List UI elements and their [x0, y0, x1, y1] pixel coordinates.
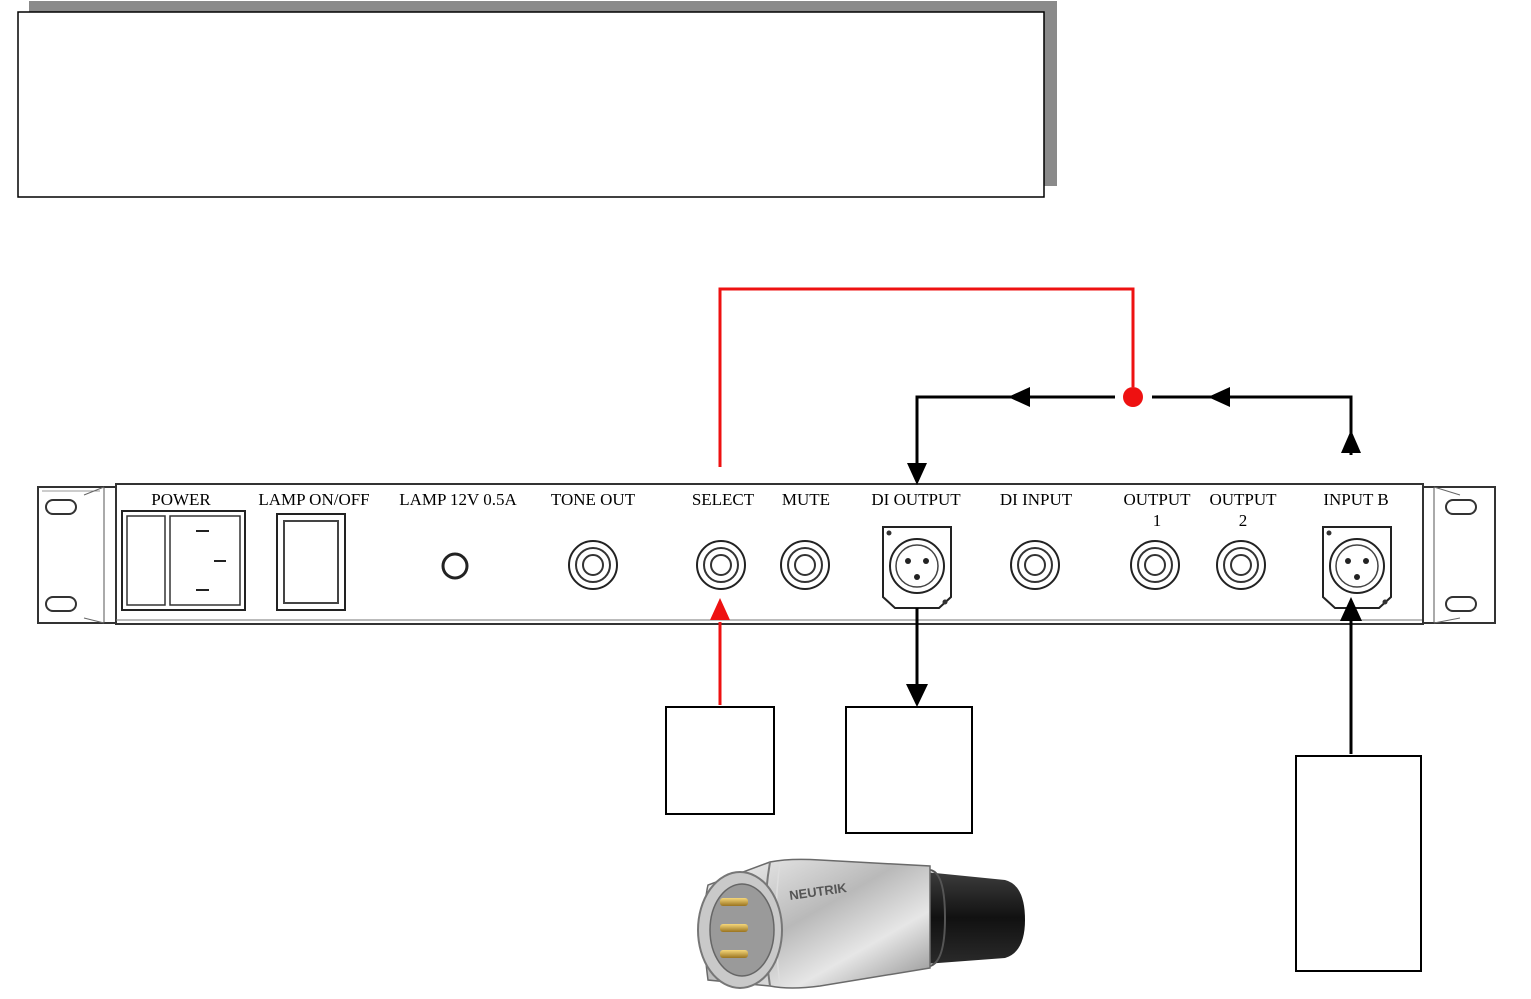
label-select: SELECT — [692, 490, 755, 509]
arrow-up-from-box-icon — [1340, 597, 1362, 621]
arrow-left-left-segment-icon — [1008, 387, 1030, 407]
xlr-plug-image: NEUTRIK — [697, 858, 1025, 989]
rack-hole-left-top — [45, 499, 77, 515]
label-di-input: DI INPUT — [1000, 490, 1073, 509]
rack-panel: POWER LAMP ON/OFF LAMP 12V 0.5A TONE OUT… — [37, 483, 1496, 625]
power-switch — [126, 515, 166, 606]
iec-socket — [169, 515, 241, 606]
header-box-frame — [17, 11, 1045, 198]
header-box — [17, 1, 1057, 198]
rack-hole-left-bottom — [45, 596, 77, 612]
red-control-line — [710, 287, 1143, 705]
lamp-switch — [276, 513, 346, 611]
label-input-b: INPUT B — [1323, 490, 1388, 509]
label-output-2-number: 2 — [1239, 511, 1248, 530]
box-select-source — [665, 706, 775, 815]
red-arrow-up-icon — [710, 598, 730, 620]
xlr-input-b — [1322, 526, 1392, 609]
label-tone-out: TONE OUT — [551, 490, 636, 509]
label-mute: MUTE — [782, 490, 830, 509]
arrow-left-right-segment-icon — [1208, 387, 1230, 407]
rack-ear-right — [1422, 486, 1496, 624]
jack-mute — [780, 540, 830, 590]
jack-output-2 — [1216, 540, 1266, 590]
rack-hole-right-bottom — [1445, 596, 1477, 612]
junction-dot — [1123, 387, 1143, 407]
black-signal-lines — [906, 387, 1362, 754]
arrow-down-di-output-icon — [907, 463, 927, 485]
label-di-output: DI OUTPUT — [871, 490, 961, 509]
jack-tone-out — [568, 540, 618, 590]
arrow-down-to-box-icon — [906, 684, 928, 707]
jack-output-1 — [1130, 540, 1180, 590]
power-inlet — [121, 510, 246, 611]
jack-select — [696, 540, 746, 590]
rack-hole-right-top — [1445, 499, 1477, 515]
box-input-b-source — [1295, 755, 1422, 972]
xlr-di-output — [882, 526, 952, 609]
label-power: POWER — [151, 490, 211, 509]
arrow-up-input-b-icon — [1341, 430, 1361, 453]
label-output-1: OUTPUT — [1123, 490, 1191, 509]
label-lamp-onoff: LAMP ON/OFF — [258, 490, 369, 509]
label-output-2: OUTPUT — [1209, 490, 1277, 509]
rack-ear-left — [37, 486, 117, 624]
label-lamp-12v: LAMP 12V 0.5A — [399, 490, 517, 509]
lamp-socket — [441, 552, 469, 580]
jack-di-input — [1010, 540, 1060, 590]
xlr-pins — [720, 898, 748, 958]
label-output-1-number: 1 — [1153, 511, 1162, 530]
box-di-output-destination — [845, 706, 973, 834]
